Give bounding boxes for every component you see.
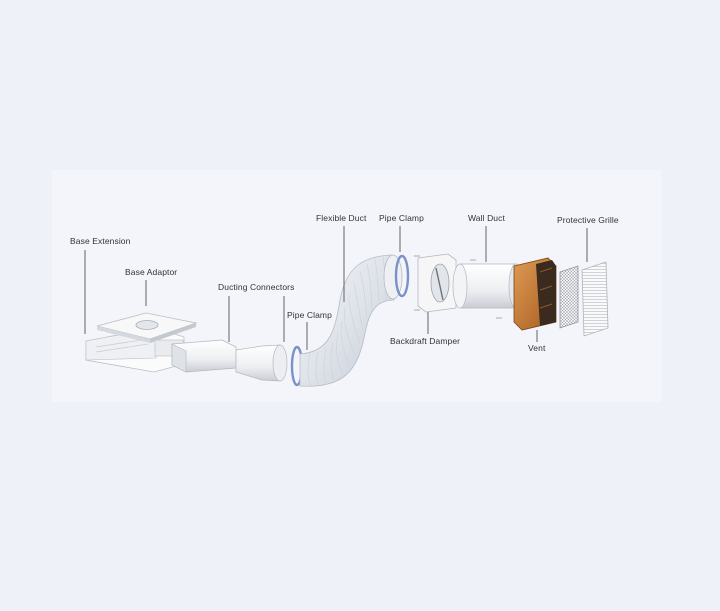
label-base-adaptor: Base Adaptor bbox=[125, 267, 178, 277]
protective-grille-cover bbox=[581, 261, 609, 337]
label-base-extension: Base Extension bbox=[70, 236, 131, 246]
base-adaptor bbox=[96, 312, 198, 357]
label-pipe-clamp-left: Pipe Clamp bbox=[287, 310, 332, 320]
pipe-clamp-right bbox=[394, 254, 410, 298]
flexible-duct bbox=[299, 254, 403, 387]
protective-grille-mesh bbox=[559, 265, 579, 329]
ducting-connector-transition bbox=[235, 344, 288, 382]
label-backdraft-damper: Backdraft Damper bbox=[390, 336, 461, 346]
label-flexible-duct: Flexible Duct bbox=[316, 213, 367, 223]
ducting-connector-rectangular bbox=[171, 339, 237, 373]
label-ducting-connectors: Ducting Connectors bbox=[218, 282, 295, 292]
backdraft-damper bbox=[414, 253, 457, 313]
label-protective-grille: Protective Grille bbox=[557, 215, 619, 225]
leader-lines bbox=[84, 226, 588, 350]
label-pipe-clamp-right: Pipe Clamp bbox=[379, 213, 424, 223]
vent bbox=[513, 257, 557, 331]
label-wall-duct: Wall Duct bbox=[468, 213, 505, 223]
label-vent: Vent bbox=[528, 343, 546, 353]
wall-duct bbox=[452, 259, 524, 319]
